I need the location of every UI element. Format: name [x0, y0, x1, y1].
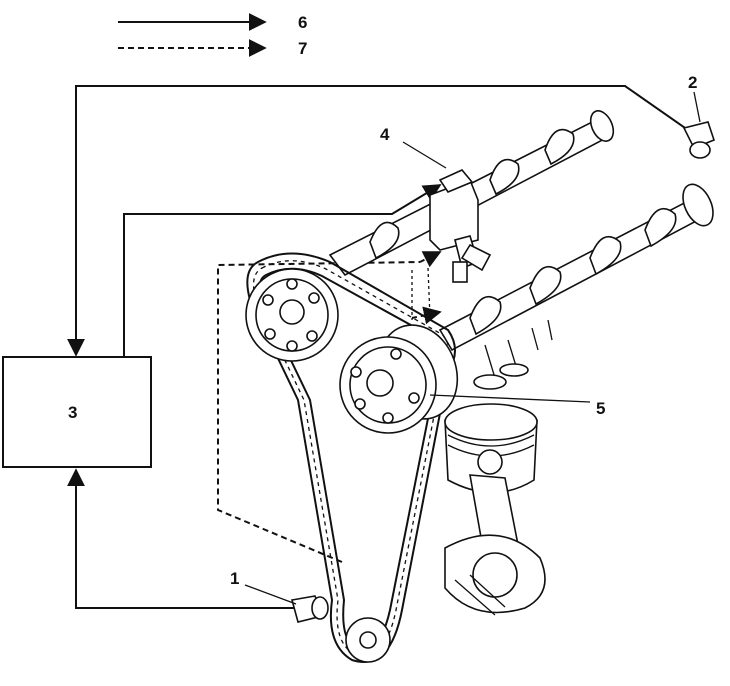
legend: 6 7 [118, 13, 307, 58]
label-vvt-controller: 5 [596, 399, 605, 418]
leader-lines [244, 91, 701, 605]
cam-position-sensor [682, 121, 715, 159]
label-oil-control-valve: 4 [380, 125, 390, 144]
oil-control-valve [429, 169, 492, 283]
crank-sprocket [345, 617, 391, 663]
crank-position-sensor [290, 595, 329, 623]
oil-path-arrow-down [411, 306, 442, 325]
label-crank-sensor: 1 [230, 569, 239, 588]
piston-assembly [444, 403, 546, 616]
ecu-box: 3 [2, 356, 152, 468]
legend-dashed-label: 7 [298, 39, 307, 58]
upper-sprocket [245, 268, 339, 362]
ecu-label: 3 [68, 403, 77, 422]
valves [473, 319, 553, 390]
oil-path-lines [217, 251, 442, 563]
legend-solid-label: 6 [298, 13, 307, 32]
ecu-to-ocv-line [123, 184, 442, 357]
cam-sensor-signal-line [67, 85, 689, 357]
oil-path-arrow-up [419, 251, 442, 268]
label-cam-sensor: 2 [688, 73, 697, 92]
signal-lines [67, 85, 689, 609]
crank-sensor-signal-line [67, 468, 298, 609]
lower-camshaft [438, 183, 714, 352]
oil-passage [411, 267, 431, 320]
oil-path-line [217, 261, 421, 563]
